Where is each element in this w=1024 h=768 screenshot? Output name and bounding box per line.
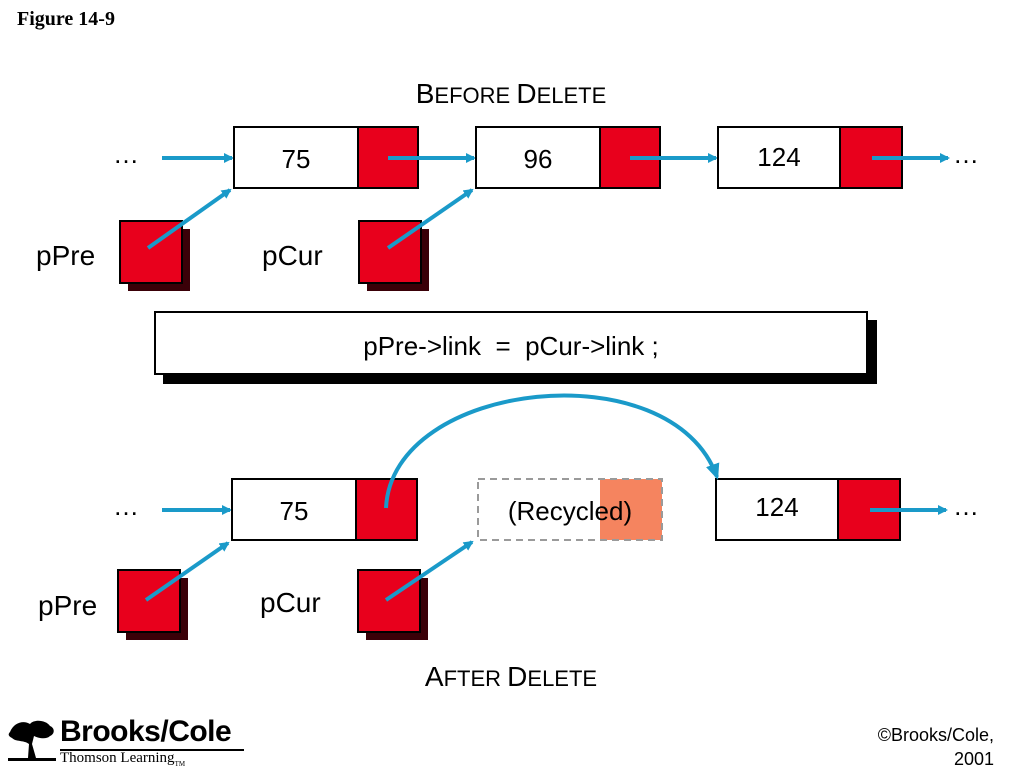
delete-statement: pPre->link = pCur->link ; (363, 331, 659, 361)
before-node-124-value: 124 (757, 142, 800, 172)
after-node-124-value: 124 (755, 492, 798, 522)
after-node-75-value: 75 (280, 496, 309, 526)
before-node-75-value: 75 (282, 144, 311, 174)
after-ppre-arrow (144, 541, 230, 602)
before-delete-title: BEFORE DELETE (416, 78, 607, 109)
copyright-line-2: 2001 (953, 749, 994, 768)
after-pcur-pointer (357, 569, 428, 640)
after-leading-ellipsis: … (113, 491, 139, 521)
logo-trademark: TM (174, 760, 186, 768)
logo-subtitle-text: Thomson Learning (60, 750, 175, 766)
before-ppre-label: pPre (36, 240, 95, 271)
before-pcur-label: pCur (262, 240, 323, 271)
figure-label: Figure 14-9 (17, 8, 115, 30)
logo-divider (60, 749, 244, 751)
copyright-notice: ©Brooks/Cole, 2001 (878, 723, 994, 768)
after-node-75: 75 (231, 478, 418, 541)
brooks-cole-logo: Brooks/Cole Thomson LearningTM (8, 715, 248, 768)
after-ppre-pointer (117, 569, 188, 640)
before-ppre-arrow (146, 188, 232, 250)
after-recycled-node: (Recycled) (477, 478, 663, 541)
before-leading-ellipsis: … (113, 139, 139, 169)
after-node-124: 124 (715, 478, 901, 541)
before-pcur-arrow (386, 188, 474, 250)
before-ppre-pointer (119, 220, 190, 291)
after-pcur-label: pCur (260, 587, 321, 618)
after-recycled-label: (Recycled) (508, 496, 632, 526)
before-node-96: 96 (475, 126, 661, 189)
after-bypass-link-arrow (384, 393, 720, 509)
copyright-line-1: ©Brooks/Cole, (877, 725, 994, 745)
before-node-96-value: 96 (524, 144, 553, 174)
tree-icon (8, 720, 56, 761)
before-trailing-ellipsis: … (953, 139, 979, 169)
before-pcur-pointer (358, 220, 429, 291)
after-delete-title: AFTER DELETE (425, 661, 597, 692)
logo-subtitle: Thomson LearningTM (60, 750, 185, 768)
logo-brand-name: Brooks/Cole (60, 715, 232, 748)
after-trailing-ellipsis: … (953, 491, 979, 521)
after-pcur-arrow (384, 540, 474, 602)
delete-statement-box: pPre->link = pCur->link ; (154, 311, 877, 384)
after-node-75-link (355, 478, 418, 541)
after-ppre-label: pPre (38, 590, 97, 621)
